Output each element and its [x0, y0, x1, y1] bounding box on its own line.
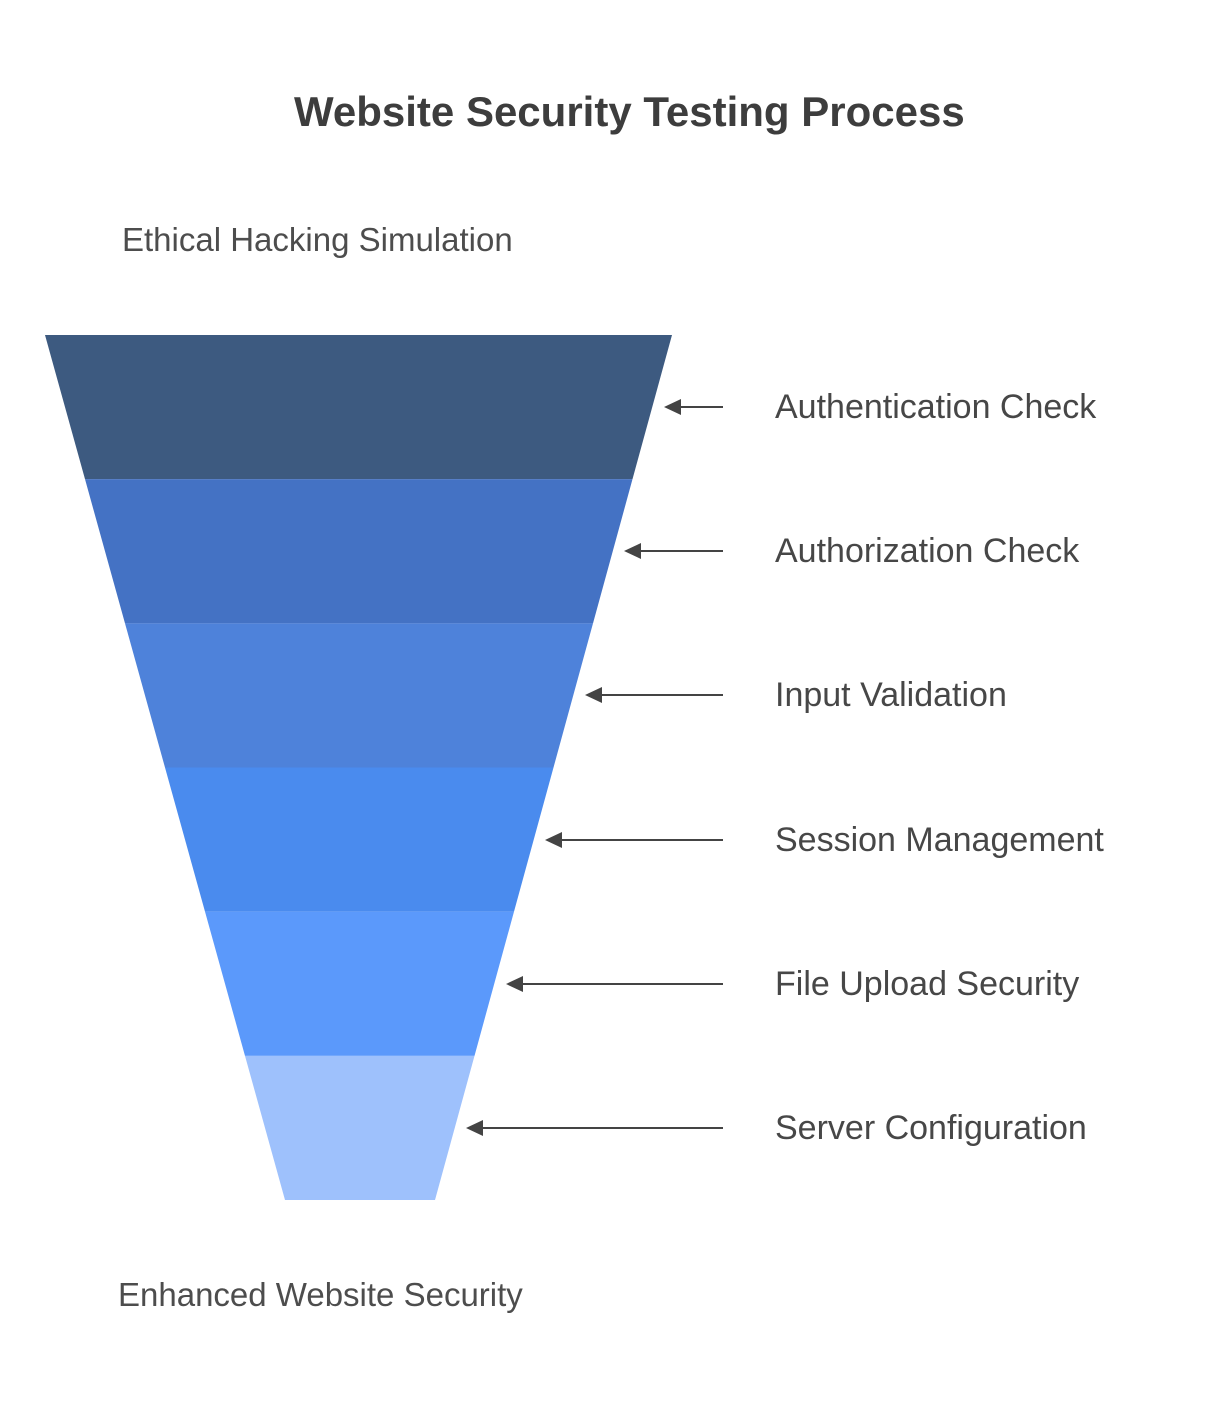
left-arrow-icon [624, 543, 723, 559]
funnel-stage-1 [85, 479, 633, 624]
funnel-stage-2 [125, 623, 593, 768]
stage-label-authorization-check: Authorization Check [775, 532, 1080, 570]
left-arrow-icon [466, 1120, 723, 1136]
stage-label-file-upload-security: File Upload Security [775, 965, 1080, 1003]
funnel-stage-0 [45, 335, 672, 480]
page-title: Website Security Testing Process [294, 88, 965, 135]
stage-label-session-management: Session Management [775, 821, 1104, 859]
funnel-stage-4 [205, 911, 514, 1056]
stage-label-server-configuration: Server Configuration [775, 1109, 1087, 1147]
left-arrow-icon [664, 399, 723, 415]
funnel-chart [45, 335, 672, 1200]
left-arrow-icon [585, 687, 723, 703]
funnel-stage-3 [165, 767, 554, 912]
funnel-output-label: Enhanced Website Security [118, 1276, 523, 1313]
funnel-stage-5 [245, 1055, 475, 1200]
stage-label-authentication-check: Authentication Check [775, 388, 1097, 426]
funnel-input-label: Ethical Hacking Simulation [122, 221, 513, 258]
left-arrow-icon [506, 976, 723, 992]
left-arrow-icon [545, 832, 723, 848]
funnel-svg [45, 335, 672, 1200]
stage-label-input-validation: Input Validation [775, 676, 1007, 714]
